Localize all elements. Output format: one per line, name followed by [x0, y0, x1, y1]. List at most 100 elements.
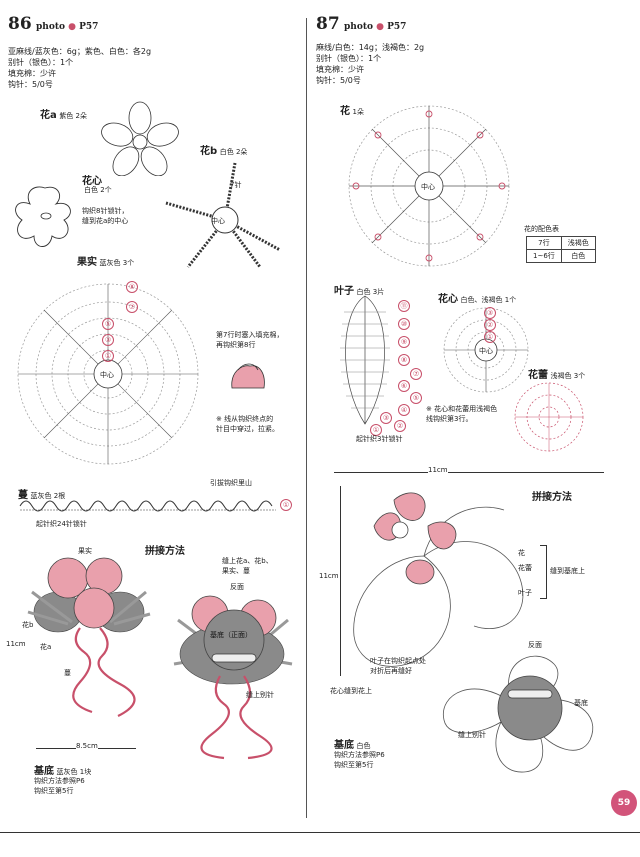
assembly-back-label: 反面 — [230, 583, 244, 591]
heart-row-2: ② — [484, 319, 496, 331]
fruit-row-8: ⑧ — [126, 281, 138, 293]
leaf-row-3: ③ — [380, 412, 392, 424]
base-desc-87: 钩织方法参照P6 钩织至第5行 — [334, 751, 385, 769]
heart-title-86: 花心 — [82, 176, 102, 187]
bud-title: 花蕾 浅褐色 3个 — [528, 370, 586, 381]
assembly-width-label-87: 11cm — [428, 466, 448, 474]
assembly-flower-b-label: 花b — [22, 621, 34, 629]
assembly-front-diagram — [27, 557, 151, 717]
heart-diagram-86 — [15, 186, 71, 247]
flower-diagram-87 — [348, 105, 510, 267]
photo-page: P57 — [79, 22, 99, 32]
flower-b-diagram — [165, 162, 281, 268]
photo-dot-icon: ● — [376, 22, 384, 32]
assembly-vine-label: 蔓 — [64, 669, 71, 677]
leaf-start-note: 起针织3针锁针 — [356, 435, 403, 443]
assembly-pin-label: 缝上别针 — [246, 691, 274, 699]
assembly-leaf-label-87: 叶子 — [518, 589, 532, 597]
leaf-row-4: ④ — [398, 404, 410, 416]
heart-center-label-87: 中心 — [479, 347, 493, 355]
assembly-title-86: 拼接方法 — [145, 546, 185, 557]
leaf-row-5: ⑤ — [410, 392, 422, 404]
photo-ref-87: photo ● P57 — [344, 22, 406, 32]
assembly-sew-note: 缝上花a、花b、 果实、蔓 — [222, 557, 273, 575]
fruit-stuffed-icon — [231, 363, 265, 389]
assembly-height-label-87: 11cm — [319, 572, 339, 580]
flower-b-length-label: 7针 — [230, 181, 242, 189]
heart-desc-86: 钩织8针锁针， 缝到花a的中心 — [82, 207, 129, 225]
assembly-leaf-note: 叶子在钩织起点处 对折后再缝好 — [370, 657, 426, 675]
assembly-back-diagram-87 — [442, 655, 594, 773]
leaf-row-11: ⑪ — [398, 300, 410, 312]
leaf-row-2: ② — [394, 420, 406, 432]
leaf-row-1: ① — [370, 424, 382, 436]
vine-title: 蔓 蓝灰色 2根 — [18, 490, 66, 501]
fruit-stuffing-note: 第7行时塞入填充棉， 再钩织第8行 — [216, 331, 284, 349]
heart-title-87: 花心 白色、浅褐色 1个 — [438, 294, 517, 305]
assembly-flower-a-label: 花a — [40, 643, 52, 651]
leaf-row-9: ⑨ — [398, 336, 410, 348]
assembly-join-label: 缝到基底上 — [550, 567, 585, 575]
material-line: 填充棉：少许 — [8, 69, 56, 78]
material-line: 别针（银色）：1个 — [316, 54, 382, 63]
heart-row-1: ① — [484, 331, 496, 343]
assembly-width-line-87 — [334, 472, 604, 473]
table-cell: 浅褐色 — [560, 236, 596, 250]
leaf-row-6: ⑥ — [398, 380, 410, 392]
base-desc-86: 钩织方法参照P6 钩织至第5行 — [34, 777, 85, 795]
vine-pull-note: 引拔钩织里山 — [210, 479, 252, 487]
assembly-base-label: 基底（正面） — [210, 631, 252, 639]
leaf-row-10: ⑩ — [398, 318, 410, 330]
table-row: 7行 浅褐色 — [526, 236, 596, 250]
assembly-height-label: 11cm — [6, 640, 26, 648]
fruit-row-7: ⑦ — [126, 301, 138, 313]
assembly-bud-label-87: 花蕾 — [518, 564, 532, 572]
heart-note-86: 白色 2个 — [84, 186, 112, 194]
material-line: 填充棉：少许 — [316, 65, 364, 74]
material-line: 钩针：5/0号 — [316, 76, 361, 85]
fruit-diagram — [17, 283, 199, 465]
material-line: 亚麻线/蓝灰色：6g；紫色、白色：各2g — [8, 47, 152, 56]
photo-ref: photo ● P57 — [36, 22, 98, 32]
table-row: 1~6行 白色 — [526, 249, 596, 263]
base-title-87: 基底 白色 — [334, 740, 371, 751]
materials-list-86: 亚麻线/蓝灰色：6g；紫色、白色：各2g 别针（银色）：1个 填充棉：少许 钩针… — [8, 46, 151, 90]
fruit-title: 果实 蓝灰色 3个 — [77, 257, 135, 268]
fruit-center-label: 中心 — [100, 371, 114, 379]
heart-tip-87: ※ 花心和花蕾用浅褐色 线钩织第3行。 — [426, 405, 498, 423]
assembly-flower-label-87: 花 — [518, 549, 525, 557]
page-divider — [306, 18, 307, 818]
assembly-width-label: 8.5cm — [76, 742, 98, 750]
flower-title-87: 花 1朵 — [340, 106, 365, 117]
photo-label: photo — [36, 22, 65, 32]
leaf-row-8: ⑧ — [398, 354, 410, 366]
assembly-fruit-label: 果实 — [78, 547, 92, 555]
page-number-87: 87 — [316, 14, 340, 34]
assembly-back-diagram — [173, 595, 293, 760]
materials-list-87: 麻线/白色：14g；浅褐色：2g 别针（银色）：1个 填充棉：少许 钩针：5/0… — [316, 42, 424, 86]
vine-start-note: 起针织24针锁针 — [36, 520, 87, 528]
material-line: 别针（银色）：1个 — [8, 58, 74, 67]
assembly-base-label-87: 基底 — [574, 699, 588, 707]
table-cell: 1~6行 — [526, 249, 562, 263]
photo-page: P57 — [387, 22, 407, 32]
material-line: 钩针：5/0号 — [8, 80, 53, 89]
leaf-diagram — [340, 295, 390, 425]
fruit-row-1: ① — [102, 350, 114, 362]
flower-a-title: 花a 紫色 2朵 — [40, 110, 87, 121]
fruit-row-3: ③ — [102, 334, 114, 346]
assembly-height-line-87 — [340, 486, 341, 676]
leaf-row-7: ⑦ — [410, 368, 422, 380]
flower-a-diagram — [101, 101, 179, 176]
material-line: 麻线/白色：14g；浅褐色：2g — [316, 43, 425, 52]
fruit-tip: ※ 线从钩织终点的 针目中穿过，拉紧。 — [216, 415, 279, 433]
assembly-front-diagram-87 — [353, 492, 524, 667]
assembly-heart-note: 花心缝到花上 — [330, 687, 372, 695]
bottom-rule — [0, 832, 640, 833]
flower-b-center-label: 中心 — [211, 217, 225, 225]
photo-dot-icon: ● — [68, 22, 76, 32]
assembly-bracket — [540, 545, 547, 599]
base-title-86: 基底 蓝灰色 1块 — [34, 766, 92, 777]
assembly-pin-label-87: 缝上别针 — [458, 731, 486, 739]
color-table-title: 花的配色表 — [524, 225, 559, 233]
